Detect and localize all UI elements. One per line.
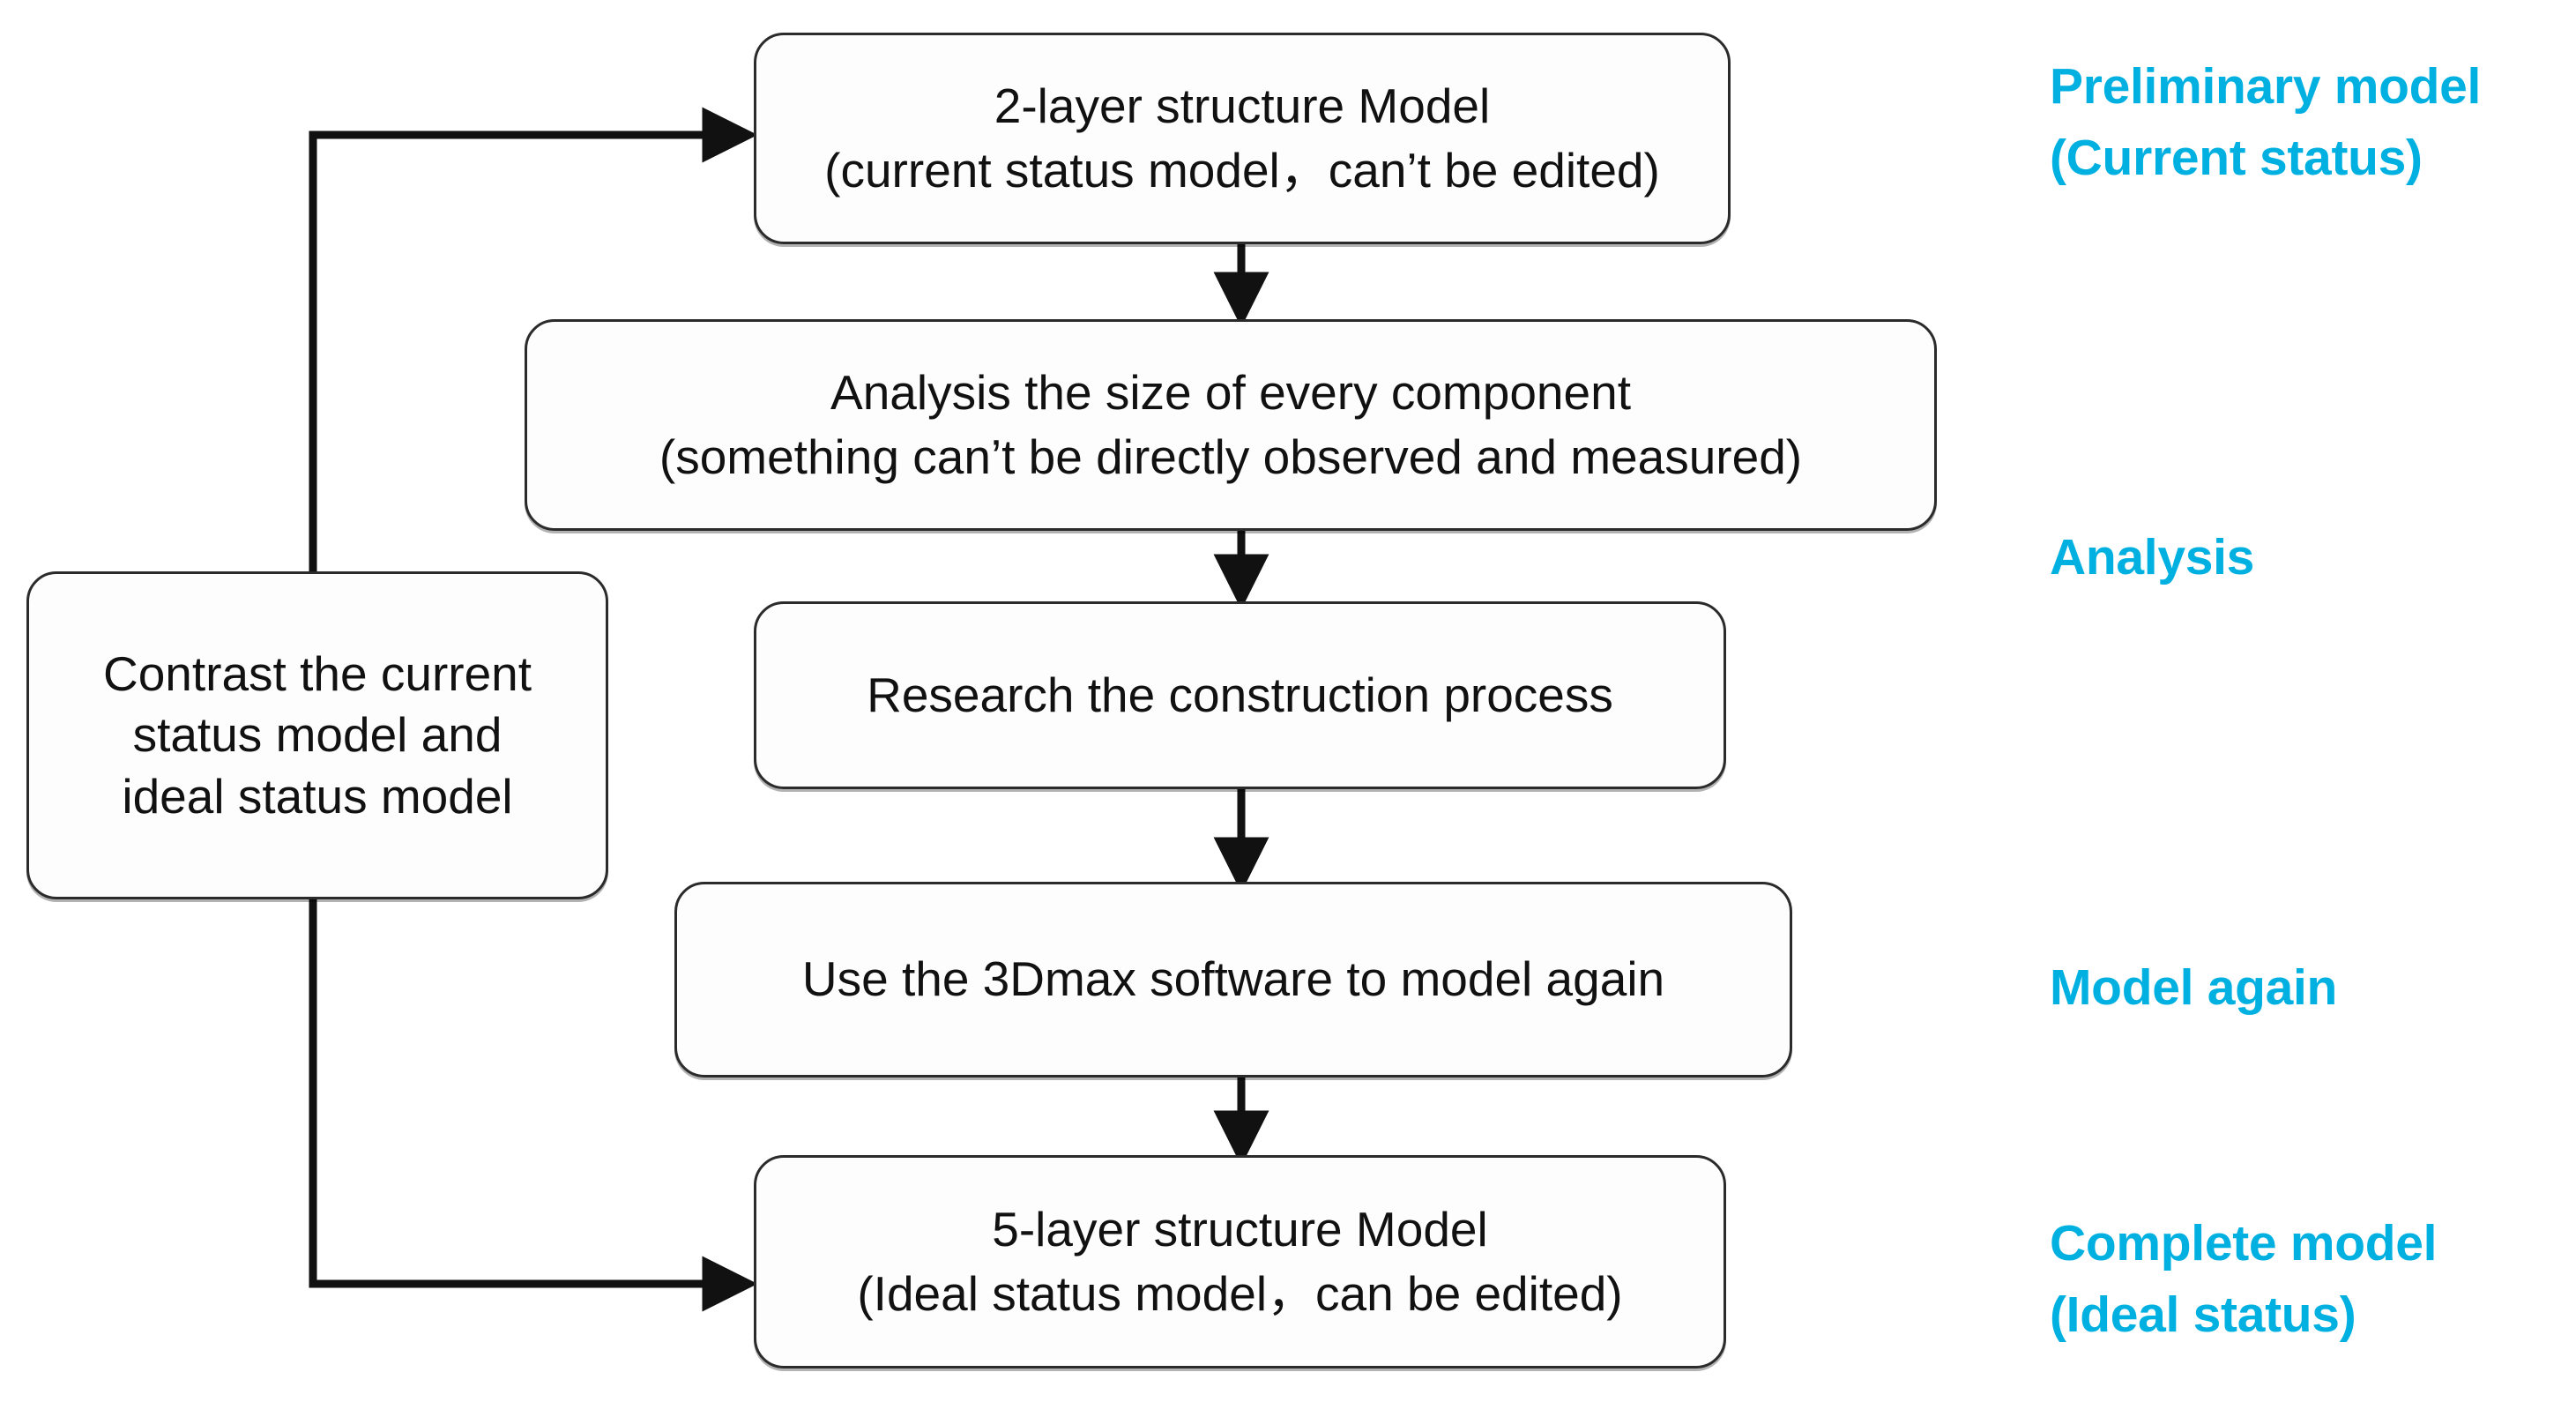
node-contrast-line3: ideal status model xyxy=(122,768,513,824)
stage-label-preliminary-line1: Preliminary model xyxy=(2050,58,2482,115)
stage-label-preliminary: Preliminary model (Current status) xyxy=(2050,51,2481,194)
node-complete-model-line2: (Ideal status model，can be edited) xyxy=(857,1266,1623,1321)
node-analysis-size[interactable]: Analysis the size of every component (so… xyxy=(525,319,1937,531)
node-research-process-line1: Research the construction process xyxy=(867,667,1613,722)
stage-label-complete-line1: Complete model xyxy=(2050,1215,2438,1271)
stage-label-analysis: Analysis xyxy=(2050,522,2254,593)
node-complete-model[interactable]: 5-layer structure Model (Ideal status mo… xyxy=(754,1155,1726,1368)
node-preliminary-model-line1: 2-layer structure Model xyxy=(994,78,1491,133)
node-model-again-line1: Use the 3Dmax software to model again xyxy=(801,951,1665,1007)
node-analysis-size-line1: Analysis the size of every component xyxy=(830,364,1631,420)
node-contrast-line1: Contrast the current xyxy=(102,646,532,702)
node-preliminary-model-line2: (current status model，can’t be edited) xyxy=(824,143,1660,198)
node-contrast-line2: status model and xyxy=(132,707,503,763)
stage-label-complete-line2: (Ideal status) xyxy=(2050,1286,2356,1343)
edge-contrast-to-preliminary xyxy=(309,107,758,576)
node-research-process[interactable]: Research the construction process xyxy=(754,601,1726,789)
node-complete-model-line1: 5-layer structure Model xyxy=(992,1201,1488,1257)
node-contrast[interactable]: Contrast the current status model and id… xyxy=(26,571,608,899)
node-model-again[interactable]: Use the 3Dmax software to model again xyxy=(674,882,1792,1078)
stage-label-complete: Complete model (Ideal status) xyxy=(2050,1208,2438,1351)
stage-label-analysis-line1: Analysis xyxy=(2050,529,2255,585)
edge-contrast-to-complete xyxy=(309,893,758,1312)
stage-label-model-again-line1: Model again xyxy=(2050,959,2338,1016)
node-analysis-size-line2: (something can’t be directly observed an… xyxy=(659,429,1803,484)
stage-label-model-again: Model again xyxy=(2050,952,2337,1024)
node-preliminary-model[interactable]: 2-layer structure Model (current status … xyxy=(754,33,1731,244)
stage-label-preliminary-line2: (Current status) xyxy=(2050,129,2423,186)
